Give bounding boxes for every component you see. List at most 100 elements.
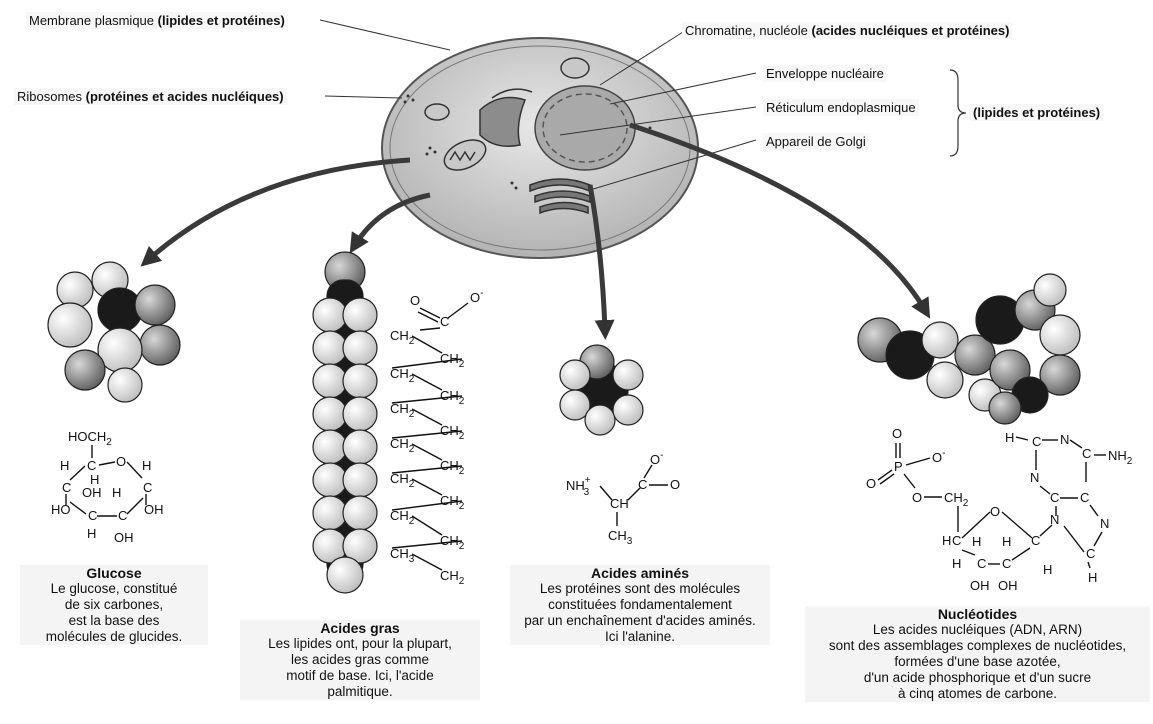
alanine-model [559, 344, 644, 436]
svg-text:C: C [88, 508, 97, 523]
svg-text:H: H [142, 458, 151, 473]
glucose-panel: Glucose Le glucose, constitué de six car… [20, 565, 208, 645]
endoplasmic-reticulum [479, 88, 533, 147]
brace [949, 69, 967, 157]
reticulum-label: Réticulum endoplasmique [763, 99, 919, 116]
chromatine-label: Chromatine, nucléole (acides nucléiques … [682, 22, 1013, 39]
fatty-acid-bond [411, 408, 443, 426]
svg-text:H: H [60, 458, 69, 473]
svg-text:HOCH2: HOCH2 [68, 429, 112, 448]
nucleotides-panel: Nucléotides Les acides nucléiques (ADN, … [805, 606, 1150, 702]
fatty-acid-bond [391, 540, 463, 549]
svg-text:H: H [952, 556, 961, 571]
svg-text:O-: O- [650, 450, 663, 467]
svg-text:P: P [894, 459, 903, 474]
fatty-acid-group: CH2 [390, 508, 415, 527]
fatty-acid-group: CH3 [390, 546, 415, 565]
glucose-model [47, 261, 181, 403]
alanine-formula: NH+3 CH C O O- CH3 [566, 450, 680, 547]
golgi-apparatus [529, 178, 591, 215]
ribosome-dots [403, 94, 652, 190]
fatty-acid-bond [391, 465, 463, 474]
enveloppe-label: Enveloppe nucléaire [763, 65, 887, 82]
nucleotide-model [857, 273, 1081, 425]
fatty-acid-bond [419, 327, 441, 331]
svg-text:C: C [1080, 490, 1089, 505]
fatty-acid-bond [391, 430, 463, 439]
svg-text:C: C [1050, 490, 1059, 505]
svg-text:H: H [1088, 570, 1097, 585]
svg-text:C: C [143, 480, 152, 495]
fatty-acid-group: CH2 [390, 328, 415, 347]
svg-text:O: O [866, 476, 876, 491]
svg-text:H: H [90, 472, 99, 487]
svg-text:H: H [942, 533, 951, 548]
glucose-title: Glucose [86, 565, 142, 581]
svg-text:N: N [1050, 512, 1059, 527]
svg-text:O: O [410, 293, 420, 308]
svg-text:H: H [1043, 562, 1052, 577]
fatty-acid-group: CH2 [440, 423, 465, 442]
bracket-composition-label: (lipides et protéines) [970, 104, 1104, 121]
svg-text:N: N [1100, 516, 1109, 531]
svg-text:C: C [87, 458, 96, 473]
svg-text:C: C [1086, 546, 1095, 561]
acides-gras-panel: Acides gras Les lipides ont, pour la plu… [240, 620, 480, 700]
fatty-acid-bond [391, 500, 463, 511]
svg-text:HO: HO [51, 502, 71, 517]
fatty-acid-group: CH2 [440, 351, 465, 370]
svg-text:H: H [1002, 534, 1011, 549]
fatty-acid-group: CH2 [440, 568, 465, 587]
svg-text:C: C [1031, 533, 1040, 548]
acides-gras-title: Acides gras [320, 620, 400, 636]
svg-text:H: H [972, 534, 981, 549]
fatty-acid-bond [391, 395, 463, 404]
svg-text:C: C [62, 480, 71, 495]
acides-amines-panel: Acides aminés Les protéines sont des mol… [510, 565, 770, 645]
fatty-acid-bond [411, 515, 443, 536]
svg-text:O: O [912, 490, 922, 505]
acides-amines-title: Acides aminés [590, 565, 690, 581]
fatty-acid-bond [411, 373, 443, 391]
svg-text:H: H [1005, 430, 1014, 445]
svg-text:H: H [87, 526, 96, 541]
golgi-label: Appareil de Golgi [763, 133, 869, 150]
fatty-acid-group: CH2 [440, 493, 465, 512]
arrows [140, 122, 931, 340]
svg-text:OH: OH [970, 578, 990, 593]
fatty-acid-group: CH2 [390, 366, 415, 385]
membrane-label: Membrane plasmique (lipides et protéines… [26, 12, 288, 29]
nucleotides-title: Nucléotides [937, 606, 1018, 622]
fatty-acid-model [312, 251, 378, 594]
svg-text:O: O [116, 454, 126, 469]
svg-text:C: C [1082, 446, 1091, 461]
fatty-acid-formula: O C O- CH2CH2CH2CH2CH2CH2CH2CH2CH2CH2CH2… [390, 288, 483, 587]
svg-text:CH3: CH3 [608, 528, 633, 547]
fatty-acid-bond [411, 478, 443, 496]
fatty-acid-group: CH2 [390, 401, 415, 420]
fatty-acid-bond [411, 335, 443, 354]
svg-text:N: N [1030, 470, 1039, 485]
svg-text:O-: O- [932, 448, 945, 465]
svg-text:N: N [1060, 432, 1069, 447]
svg-text:CH2: CH2 [944, 490, 969, 509]
nucleus [534, 85, 636, 171]
svg-text:OH: OH [144, 502, 164, 517]
ribosomes-label: Ribosomes (protéines et acides nucléique… [14, 88, 287, 105]
svg-text:OH: OH [114, 530, 134, 545]
svg-text:O-: O- [470, 288, 483, 305]
glucose-formula: HOCH2 C H O H C OH H C HO OH H C C H OH [51, 429, 164, 545]
mitochondria [424, 57, 590, 171]
svg-text:C: C [1002, 556, 1011, 571]
fatty-acid-group: CH2 [390, 436, 415, 455]
svg-text:OH: OH [998, 578, 1018, 593]
fatty-acid-bond [411, 553, 443, 571]
svg-text:OH: OH [82, 485, 102, 500]
fatty-acid-group: CH2 [390, 471, 415, 490]
cell [381, 37, 699, 259]
svg-text:NH2: NH2 [1108, 448, 1133, 467]
svg-text:C: C [118, 508, 127, 523]
svg-text:C: C [1032, 434, 1041, 449]
svg-text:H: H [112, 485, 121, 500]
